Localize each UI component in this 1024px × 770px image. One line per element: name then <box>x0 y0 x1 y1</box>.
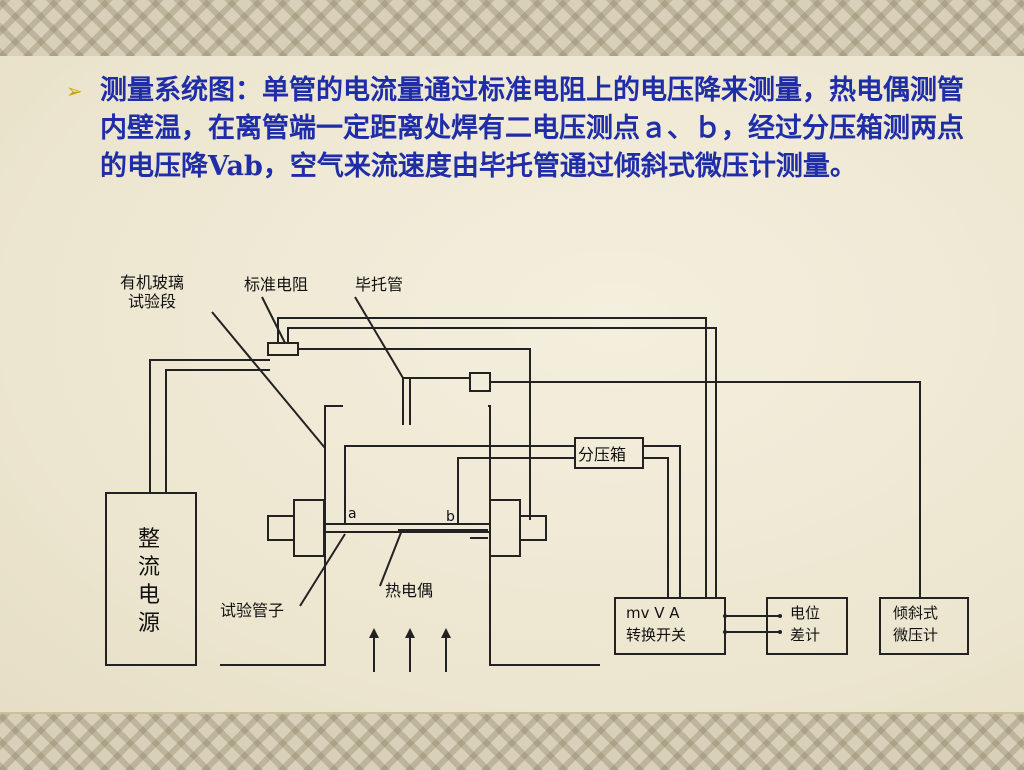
divider-leads <box>643 445 681 598</box>
potentiometer-terminal-2 <box>778 630 782 634</box>
pitot-tube <box>402 378 411 425</box>
label-manometer-2: 微压计 <box>893 626 938 644</box>
switch-box <box>614 597 726 655</box>
thermocouple-wire <box>398 529 488 539</box>
label-rectifier-1: 整 <box>138 527 160 552</box>
label-organic-glass: 有机玻璃 <box>120 273 184 292</box>
label-switch: 转换开关 <box>626 626 686 644</box>
potentiometer-box <box>766 597 848 655</box>
right-flange <box>489 499 521 557</box>
label-point-a: a <box>348 506 357 522</box>
label-divider-box: 分压箱 <box>578 445 626 464</box>
lead-b <box>457 457 575 524</box>
label-test-section: 试验段 <box>128 292 176 311</box>
airflow-arrow-head-2 <box>405 628 415 638</box>
label-pitot-tube: 毕托管 <box>355 275 403 294</box>
manometer-box <box>879 597 969 655</box>
label-point-b: b <box>446 509 455 525</box>
label-rectifier-4: 源 <box>138 611 160 636</box>
bottom-decorative-border <box>0 712 1024 770</box>
airflow-arrow-head-3 <box>441 628 451 638</box>
label-rectifier-3: 电 <box>138 583 160 608</box>
airflow-arrow-head-1 <box>369 628 379 638</box>
slide-paragraph: 测量系统图：单管的电流量通过标准电阻上的电压降来测量，热电偶测管内壁温，在离管端… <box>100 75 964 182</box>
label-potentiometer-1: 电位 <box>790 604 820 622</box>
label-switch-modes: mv V A <box>626 604 680 622</box>
switch-terminal-1 <box>723 614 727 618</box>
leader-resistor <box>261 296 286 344</box>
pitot-connector <box>469 372 491 392</box>
label-rectifier-2: 流 <box>138 555 160 580</box>
divider-box <box>574 437 644 469</box>
label-test-tube: 试验管子 <box>220 601 284 620</box>
leader-thermocouple <box>379 529 403 587</box>
switch-to-potentiometer <box>725 615 780 633</box>
resistor-lead <box>298 348 531 520</box>
left-flange <box>293 499 325 557</box>
top-decorative-border <box>0 0 1024 58</box>
bullet-arrow-icon: ➢ <box>66 79 83 103</box>
label-standard-resistor: 标准电阻 <box>244 275 308 294</box>
switch-terminal-2 <box>723 630 727 634</box>
right-flange-outer <box>519 515 547 541</box>
rectifier-lead-left <box>149 359 270 493</box>
slide-content-area <box>0 56 1024 712</box>
lead-a <box>344 445 575 524</box>
label-potentiometer-2: 差计 <box>790 626 820 644</box>
leader-test-tube <box>299 533 346 607</box>
pitot-to-manometer <box>490 381 921 598</box>
potentiometer-terminal-1 <box>778 614 782 618</box>
label-thermocouple: 热电偶 <box>385 581 433 600</box>
test-tube <box>324 523 490 533</box>
resistor-top-lead-2 <box>287 327 717 598</box>
left-flange-outer <box>267 515 295 541</box>
label-manometer-1: 倾斜式 <box>893 604 938 622</box>
rectifier-lead-right <box>165 369 270 493</box>
airflow-arrows <box>373 632 447 672</box>
standard-resistor <box>267 342 299 356</box>
leader-organic-glass <box>211 311 326 449</box>
leader-pitot <box>354 296 404 379</box>
